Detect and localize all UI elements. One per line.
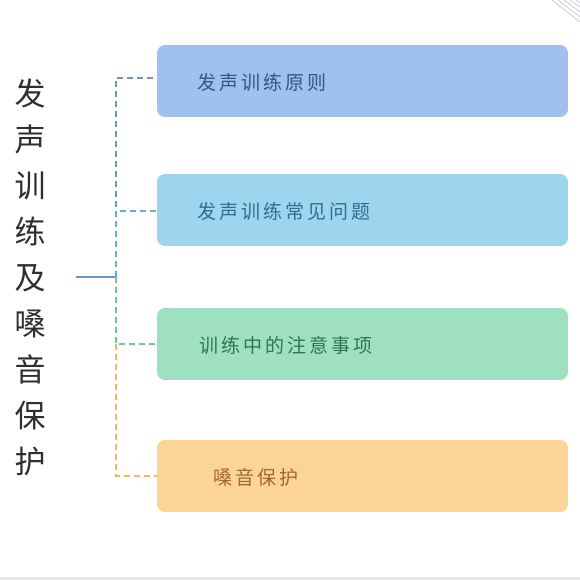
topic-label: 训练中的注意事项 (199, 334, 376, 357)
topic-box-training-notes[interactable]: 训练中的注意事项 (157, 308, 568, 380)
title-char: 嗓 (14, 307, 46, 343)
topic-label: 嗓音保护 (213, 466, 302, 489)
title-char: 及 (14, 261, 46, 297)
title-char: 声 (14, 123, 46, 159)
title-char: 练 (14, 215, 46, 251)
bottom-divider (0, 577, 580, 580)
connector-item-4 (115, 344, 157, 477)
title-char: 发 (14, 77, 46, 113)
connector-item-1 (115, 77, 157, 277)
title-char: 训 (14, 169, 46, 205)
connector-item-2 (115, 210, 157, 277)
corner-hatch-decoration (551, 0, 580, 22)
title-char: 护 (14, 445, 46, 481)
title-char: 保 (14, 399, 46, 435)
topic-box-common-problems[interactable]: 发声训练常见问题 (157, 174, 568, 246)
diagram-title-vertical: 发 声 训 练 及 嗓 音 保 护 (10, 72, 50, 486)
topic-box-voice-protection[interactable]: 嗓音保护 (157, 440, 568, 512)
topic-box-vocal-principles[interactable]: 发声训练原则 (157, 45, 568, 117)
topic-label: 发声训练常见问题 (197, 200, 374, 223)
title-char: 音 (14, 353, 46, 389)
connector-item-3 (115, 277, 157, 345)
topic-label: 发声训练原则 (197, 71, 330, 94)
